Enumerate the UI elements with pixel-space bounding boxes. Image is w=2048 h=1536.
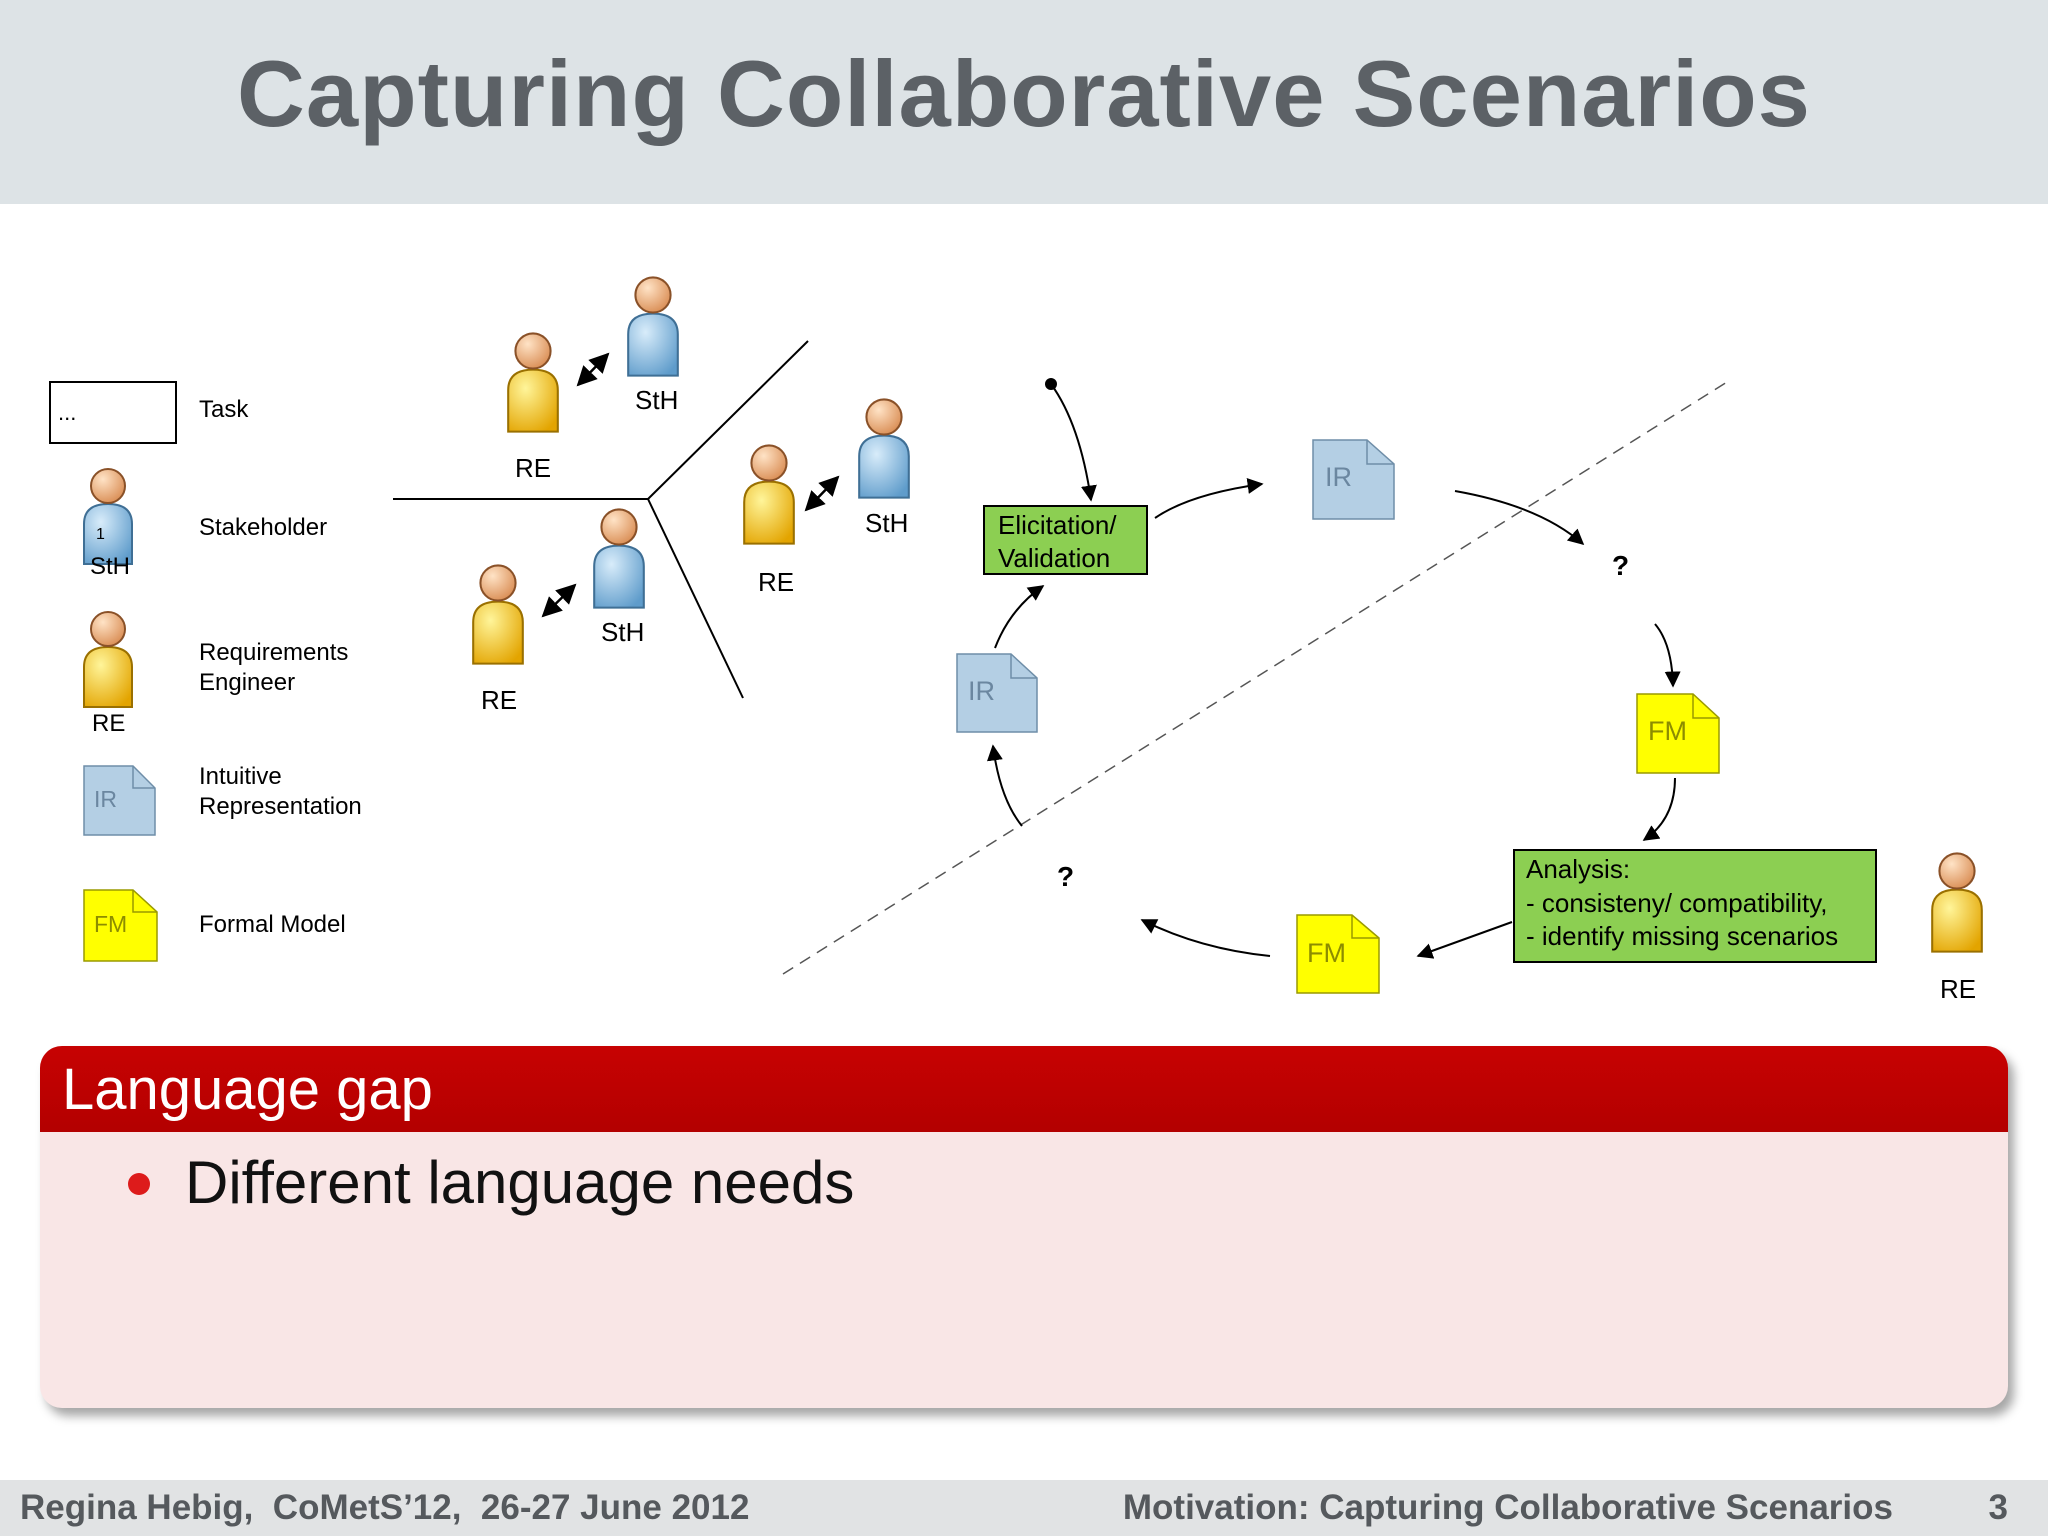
stakeholder-badge: 1 bbox=[96, 526, 105, 543]
scenario-diagram: ... Task 1 StH Stakeholder RE Requiremen… bbox=[49, 276, 1983, 1004]
question-mark-bottom: ? bbox=[1057, 861, 1074, 892]
analysis-label-1: Analysis: bbox=[1526, 854, 1630, 884]
legend-fm-label: Formal Model bbox=[199, 911, 346, 938]
question-mark-right: ? bbox=[1612, 550, 1629, 581]
fm-bottom-label: FM bbox=[1307, 938, 1346, 968]
exchange-arrow-icon bbox=[576, 352, 610, 387]
legend-task-label: Task bbox=[199, 396, 249, 423]
fm-document-right-icon bbox=[1636, 693, 1720, 774]
legend-stakeholder-label: Stakeholder bbox=[199, 514, 327, 541]
fm-document-bottom-icon bbox=[1296, 914, 1380, 994]
elicitation-label-2: Validation bbox=[998, 543, 1110, 573]
exchange-arrow-icon bbox=[804, 475, 840, 512]
group1-re-label: RE bbox=[515, 453, 551, 483]
legend: ... Task 1 StH Stakeholder RE Requiremen… bbox=[49, 381, 362, 962]
flow-arrow bbox=[1642, 777, 1676, 841]
language-gap-dashed-line bbox=[782, 381, 1728, 975]
language-gap-block: Language gap Different language needs bbox=[40, 1046, 2008, 1408]
engineer-icon bbox=[743, 444, 795, 545]
flow-arrow bbox=[1454, 490, 1585, 546]
ir-left-label: IR bbox=[968, 676, 995, 706]
flow-arrow bbox=[1654, 623, 1681, 688]
stakeholder-icon bbox=[627, 276, 679, 377]
group3-sth-label: StH bbox=[601, 617, 644, 647]
slide-title: Capturing Collaborative Scenarios bbox=[237, 41, 1811, 146]
legend-ir-label-1: Intuitive bbox=[199, 763, 282, 790]
ir-document-left-icon bbox=[956, 653, 1038, 733]
group1-sth-label: StH bbox=[635, 385, 678, 415]
re-right-label: RE bbox=[1940, 974, 1976, 1004]
ir-document-icon bbox=[83, 765, 156, 836]
stakeholder-icon bbox=[83, 468, 133, 565]
engineer-icon bbox=[472, 564, 524, 665]
group3-re-label: RE bbox=[481, 685, 517, 715]
engineer-icon bbox=[1931, 852, 1983, 953]
legend-re-caption: RE bbox=[92, 710, 125, 737]
divider-line bbox=[647, 498, 744, 699]
analysis-task-box bbox=[1513, 849, 1877, 963]
legend-fm-caption: FM bbox=[94, 911, 127, 937]
flow-arrow bbox=[986, 744, 1023, 827]
bullet-icon bbox=[128, 1173, 150, 1195]
requirements-engineer-icon bbox=[83, 611, 133, 708]
flow-arrow bbox=[1416, 921, 1513, 959]
flow-arrow bbox=[1140, 919, 1271, 957]
exchange-arrow-icon bbox=[541, 583, 577, 618]
ir-top-label: IR bbox=[1325, 462, 1352, 492]
legend-ir-label-2: Representation bbox=[199, 793, 362, 820]
bullet-text: Different language needs bbox=[185, 1149, 855, 1216]
flow-arrow bbox=[994, 585, 1045, 649]
footer: Regina Hebig, CoMetS’12, 26-27 June 2012… bbox=[0, 1480, 2048, 1536]
flow-arrow bbox=[1154, 478, 1264, 519]
flow-arrow bbox=[1050, 383, 1097, 502]
group2-re-label: RE bbox=[758, 567, 794, 597]
analysis-label-3: - identify missing scenarios bbox=[1526, 921, 1838, 951]
stakeholder-icon bbox=[593, 508, 645, 609]
group2-sth-label: StH bbox=[865, 508, 908, 538]
engineer-icon bbox=[507, 332, 559, 433]
footer-section: Motivation: Capturing Collaborative Scen… bbox=[1122, 1488, 1893, 1527]
divider-line bbox=[647, 340, 809, 500]
page-number: 3 bbox=[1988, 1488, 2008, 1527]
legend-task-box-text: ... bbox=[58, 400, 76, 425]
legend-re-label-2: Engineer bbox=[199, 669, 295, 696]
collaboration-groups: RE StH RE StH RE StH bbox=[393, 276, 910, 715]
block-header: Language gap bbox=[40, 1046, 2008, 1132]
title-bar bbox=[0, 0, 2048, 204]
block-title: Language gap bbox=[62, 1057, 433, 1122]
elicitation-task-box bbox=[983, 505, 1148, 575]
footer-author: Regina Hebig, CoMetS’12, 26-27 June 2012 bbox=[20, 1488, 750, 1527]
analysis-label-2: - consisteny/ compatibility, bbox=[1526, 888, 1828, 918]
legend-ir-caption: IR bbox=[94, 786, 117, 812]
process-cycle: Elicitation/ Validation IR ? FM Analysis… bbox=[782, 378, 1983, 1004]
legend-sth-caption: StH bbox=[90, 553, 130, 580]
fm-document-icon bbox=[83, 889, 158, 962]
legend-task-box bbox=[49, 381, 177, 444]
fm-right-label: FM bbox=[1648, 716, 1687, 746]
elicitation-label-1: Elicitation/ bbox=[998, 510, 1117, 540]
ir-document-top-icon bbox=[1312, 439, 1395, 520]
stakeholder-icon bbox=[858, 398, 910, 499]
legend-re-label-1: Requirements bbox=[199, 639, 348, 666]
